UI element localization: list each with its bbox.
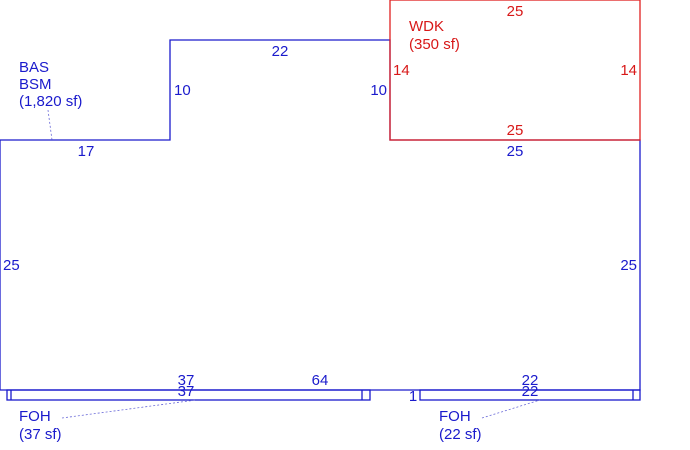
foh-left-leader (61, 399, 197, 419)
dim-main-left-side: 25 (3, 257, 20, 274)
main-area-subcode: BSM (19, 76, 52, 93)
dim-deck-bottom: 25 (507, 122, 524, 139)
foh-right-leader (481, 399, 541, 419)
deck-area-label: WDK (350 sf) (409, 18, 460, 53)
main-area-code: BAS (19, 59, 49, 76)
dim-main-upper-top: 22 (272, 43, 289, 60)
dim-main-bottom-mid: 64 (312, 372, 329, 389)
dim-main-step-left: 10 (174, 82, 191, 99)
deck-area-size: (350 sf) (409, 36, 460, 53)
deck-outline (389, 0, 641, 141)
dim-main-bottom-left: 37 (178, 372, 195, 389)
foh-left-strip (6, 389, 371, 401)
dim-deck-left: 14 (393, 62, 410, 79)
foh-right-size: (22 sf) (439, 426, 482, 443)
foh-right-strip (419, 389, 641, 401)
foh-right-label: FOH (22 sf) (439, 408, 482, 443)
dim-deck-top: 25 (507, 3, 524, 20)
dim-main-right-top: 25 (507, 143, 524, 160)
main-area-leader (47, 109, 53, 141)
dim-main-left-top: 17 (78, 143, 95, 160)
dim-foh-left-length: 37 (178, 383, 195, 400)
dim-main-bottom-right: 22 (522, 372, 539, 389)
dim-deck-right: 14 (620, 62, 637, 79)
main-area-size: (1,820 sf) (19, 93, 82, 110)
foh-left-size: (37 sf) (19, 426, 62, 443)
dim-gap: 1 (409, 388, 417, 405)
dim-foh-right-length: 22 (522, 383, 539, 400)
main-area-label: BAS BSM (1,820 sf) (19, 59, 82, 110)
foh-right-code: FOH (439, 408, 471, 425)
deck-area-code: WDK (409, 18, 444, 35)
main-area-outline (0, 39, 641, 391)
dim-main-right-side: 25 (620, 257, 637, 274)
foh-left-code: FOH (19, 408, 51, 425)
dim-main-step-right: 10 (370, 82, 387, 99)
foh-left-label: FOH (37 sf) (19, 408, 62, 443)
